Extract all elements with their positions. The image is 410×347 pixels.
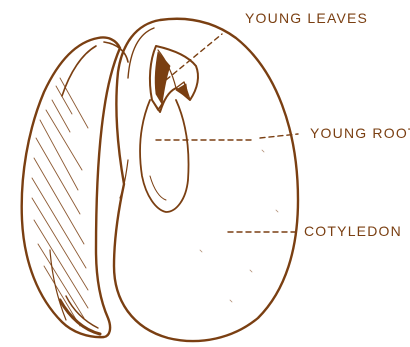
young-leaves-shape bbox=[150, 46, 198, 112]
right-cotyledon bbox=[114, 19, 298, 341]
seed-drawing bbox=[22, 19, 298, 341]
cotyledon-texture bbox=[200, 150, 278, 302]
leader-lines bbox=[156, 34, 298, 232]
cotyledon-label: COTYLEDON bbox=[304, 224, 402, 238]
young-root-label: YOUNG ROOT bbox=[310, 126, 410, 140]
left-cotyledon bbox=[22, 37, 128, 337]
leader-young-leaves bbox=[166, 34, 222, 80]
left-cotyledon-hatching bbox=[32, 78, 88, 326]
young-leaves-label: YOUNG LEAVES bbox=[245, 11, 368, 25]
young-root-shape bbox=[140, 100, 188, 212]
leader-young-root bbox=[156, 134, 298, 140]
